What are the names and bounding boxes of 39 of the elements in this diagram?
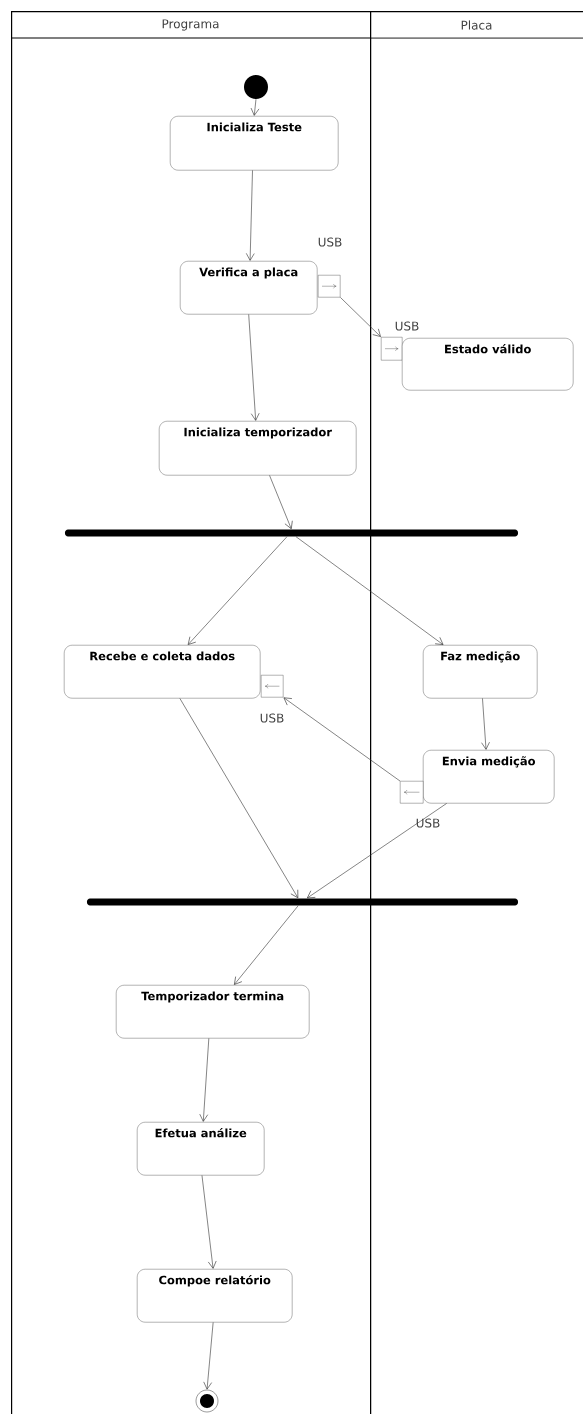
pin-box [261, 675, 284, 698]
activity-box: Compoe relatório [137, 1269, 293, 1323]
activity-box: Temporizador termina [116, 985, 310, 1039]
lane-heading: Placa [461, 20, 492, 30]
activity-box: Inicializa Teste [170, 116, 339, 171]
arrow [295, 536, 444, 645]
activity-box: Recebe e coleta dados [64, 645, 261, 699]
lane-heading: Programa [162, 19, 219, 31]
activity-box: Faz medição [423, 645, 538, 699]
activity-box: Inicializa temporizador [159, 421, 357, 476]
arrow [179, 698, 299, 899]
usb-label: USB [416, 818, 440, 828]
arrow [187, 536, 288, 645]
activity-box: Verifica a placa [180, 261, 318, 315]
pin-box [318, 275, 341, 298]
pin-box [381, 337, 403, 361]
arrow [307, 803, 447, 899]
arrow [481, 698, 490, 750]
usb-label: USB [260, 713, 284, 723]
usb-label: USB [395, 321, 419, 331]
sync-bar [87, 898, 518, 906]
end-circle [195, 1389, 219, 1413]
arrow [201, 1175, 217, 1269]
arrow [250, 98, 260, 116]
start-dot [244, 75, 268, 99]
activity-box: Estado válido [402, 338, 574, 391]
arrow [199, 1038, 210, 1122]
pin-box [400, 781, 424, 804]
arrow [246, 170, 255, 261]
arrow [248, 314, 260, 421]
sync-bar [65, 529, 518, 537]
activity-box: Envia medição [423, 750, 555, 804]
activity-box: Efetua análize [137, 1122, 265, 1176]
arrow [340, 297, 381, 337]
usb-label: USB [318, 237, 342, 247]
arrow [234, 905, 299, 985]
arrow [269, 475, 293, 530]
arrow [283, 697, 401, 782]
arrow [203, 1322, 214, 1390]
